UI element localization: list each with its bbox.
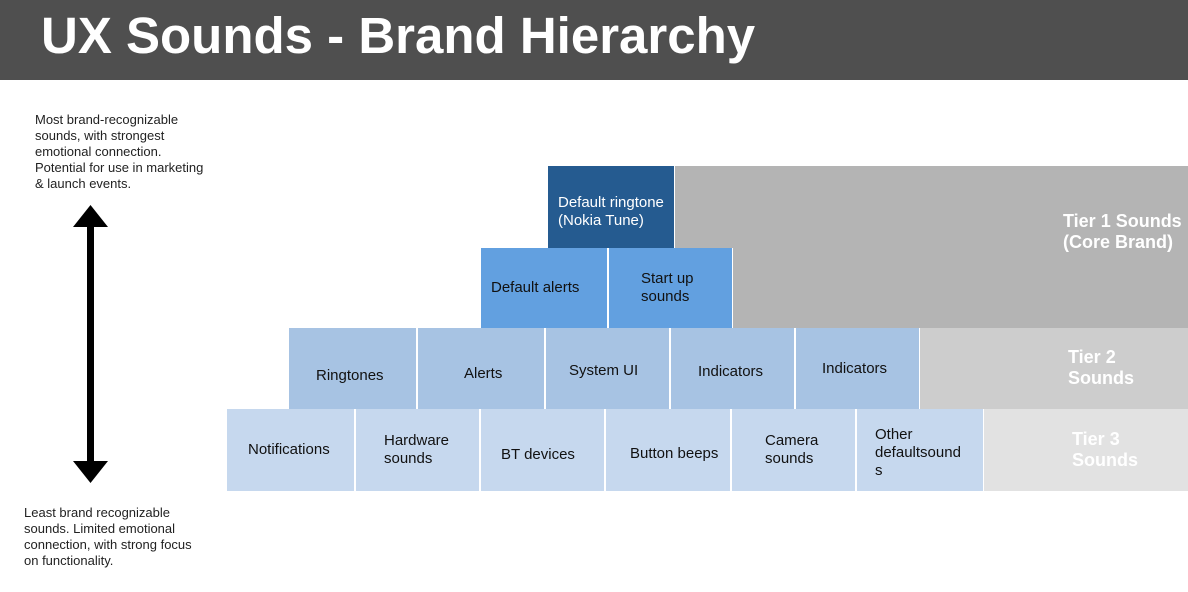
pyramid-box-bt-devices: BT devices xyxy=(480,409,605,491)
box-label: Indicators xyxy=(698,362,764,380)
box-label: Camera sounds xyxy=(765,432,819,467)
box-label: BT devices xyxy=(501,446,575,463)
box-label: Start up sounds xyxy=(641,270,694,305)
pyramid-box-button-beeps: Button beeps xyxy=(605,409,731,491)
pyramid-box-default-alerts: Default alerts xyxy=(480,248,608,328)
pyramid-box-hardware-sounds: Hardware sounds xyxy=(355,409,480,491)
tier2-band xyxy=(918,328,1188,409)
tier1-band xyxy=(675,166,1188,328)
box-label: Hardware sounds xyxy=(384,432,450,467)
pyramid-box-start-up-sounds: Start up sounds xyxy=(608,248,733,328)
tier1-label: Tier 1 Sounds (Core Brand) xyxy=(1063,211,1182,252)
pyramid-box-indicators-1: Indicators xyxy=(670,328,795,409)
box-label: Notifications xyxy=(248,441,330,458)
double-headed-vertical-arrow-icon xyxy=(73,205,108,483)
top-description: Most brand-recognizable sounds, with str… xyxy=(35,112,204,191)
tier3-label: Tier 3 Sounds xyxy=(1072,429,1138,470)
pyramid-box-alerts: Alerts xyxy=(417,328,545,409)
pyramid-box-camera-sounds: Camera sounds xyxy=(731,409,856,491)
box-label: Indicators xyxy=(822,359,888,377)
pyramid-box-other-default-sounds: Other defaultsound s xyxy=(856,409,984,491)
tier3-band xyxy=(983,409,1188,491)
box-label: Button beeps xyxy=(630,445,719,462)
box-label: Other defaultsound s xyxy=(875,426,961,479)
pyramid-box-notifications: Notifications xyxy=(226,409,355,491)
header-bar: UX Sounds - Brand Hierarchy xyxy=(0,0,1188,80)
box-label: Default ringtone (Nokia Tune) xyxy=(558,194,664,229)
pyramid-box-system-ui: System UI xyxy=(545,328,670,409)
pyramid-box-default-ringtone: Default ringtone (Nokia Tune) xyxy=(547,166,675,248)
box-label: Default alerts xyxy=(491,279,580,296)
page-title: UX Sounds - Brand Hierarchy xyxy=(41,7,756,64)
pyramid-box-indicators-2: Indicators xyxy=(795,328,920,409)
pyramid-box-ringtones: Ringtones xyxy=(288,328,417,409)
box-label: Ringtones xyxy=(316,366,384,384)
box-label: Alerts xyxy=(464,364,503,382)
bottom-description: Least brand recognizable sounds. Limited… xyxy=(24,505,192,568)
tier2-label: Tier 2 Sounds xyxy=(1068,347,1134,388)
box-label: System UI xyxy=(569,361,639,379)
